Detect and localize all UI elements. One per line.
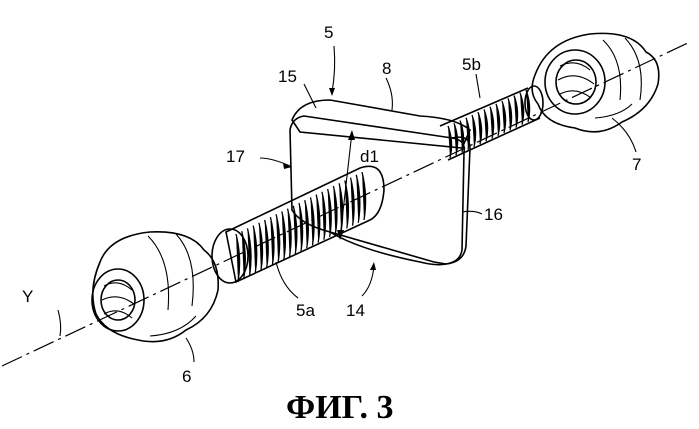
label-16: 16 bbox=[484, 205, 503, 224]
thread-line bbox=[265, 220, 269, 268]
thread-line bbox=[484, 109, 488, 141]
label-7: 7 bbox=[632, 155, 641, 174]
label-Y: Y bbox=[22, 287, 33, 306]
thread-line bbox=[259, 223, 263, 271]
thread-line bbox=[508, 98, 512, 130]
thread-line bbox=[339, 183, 343, 231]
threaded-rod-5a bbox=[212, 166, 384, 283]
thread-line bbox=[293, 206, 297, 254]
thread-line bbox=[305, 200, 309, 248]
thread-line bbox=[299, 203, 303, 251]
figure-caption: ФИГ. 3 bbox=[286, 389, 393, 426]
thread-line bbox=[502, 101, 506, 133]
thread-line bbox=[236, 234, 240, 282]
thread-line bbox=[478, 112, 482, 144]
thread-line bbox=[282, 211, 286, 259]
threaded-rod-5b bbox=[440, 86, 543, 160]
thread-line bbox=[514, 96, 518, 128]
thread-line bbox=[448, 126, 452, 158]
label-5b: 5b bbox=[462, 55, 481, 74]
label-d1: d1 bbox=[360, 147, 379, 166]
thread-line bbox=[316, 195, 320, 243]
thread-line bbox=[253, 226, 257, 274]
thread-line bbox=[496, 104, 500, 136]
label-14: 14 bbox=[346, 301, 365, 320]
thread-line bbox=[472, 115, 476, 147]
thread-line bbox=[276, 214, 280, 262]
thread-line bbox=[288, 209, 292, 257]
label-5a: 5a bbox=[296, 301, 315, 320]
thread-line bbox=[490, 107, 494, 139]
label-6: 6 bbox=[182, 367, 191, 386]
label-17: 17 bbox=[226, 147, 245, 166]
label-8: 8 bbox=[382, 59, 391, 78]
thread-line bbox=[270, 217, 274, 265]
nut-7 bbox=[532, 33, 659, 131]
label-15: 15 bbox=[278, 67, 297, 86]
nut-6 bbox=[92, 232, 218, 342]
label-5: 5 bbox=[324, 23, 333, 42]
thread-line bbox=[520, 93, 524, 125]
thread-line bbox=[310, 197, 314, 245]
